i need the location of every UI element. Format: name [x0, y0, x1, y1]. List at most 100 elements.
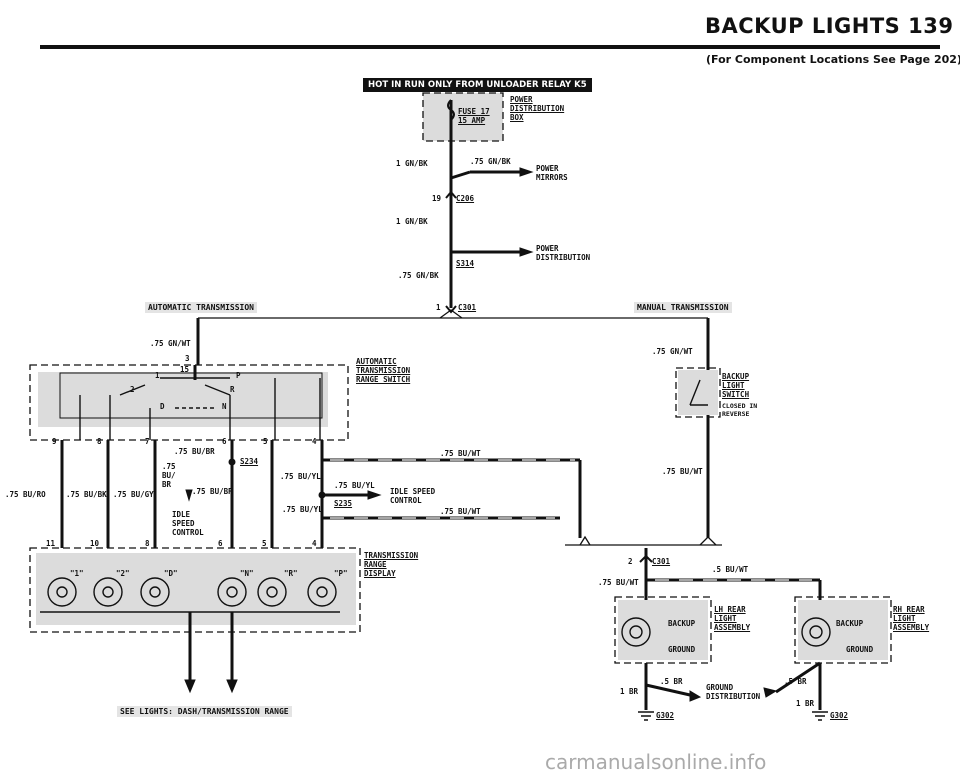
wire-1gnbk-b: 1 GN/BK [396, 217, 428, 226]
wire-buyl-c: .75 BU/YL [282, 505, 323, 514]
backup-switch-border [675, 367, 721, 418]
component-borders [29, 92, 892, 664]
fuse-box-shade [423, 93, 503, 141]
lamp-label-n: "N" [240, 569, 254, 578]
wire-gnwt-auto: .75 GN/WT [150, 339, 191, 348]
ground-arrow-r [763, 687, 778, 698]
gear-r: R [230, 385, 235, 394]
page-title: BACKUP LIGHTS 139 [705, 14, 954, 38]
wire-buwt-b: .75 BU/WT [440, 507, 481, 516]
wire-bugy: .75 BU/GY [113, 490, 154, 499]
pin-6-bottom: 6 [218, 539, 223, 548]
s314-label: S314 [456, 259, 475, 268]
automatic-transmission-label: AUTOMATIC TRANSMISSION [145, 302, 257, 313]
lh-bulb [621, 617, 651, 647]
fuse-symbol [447, 99, 455, 121]
s235-splice [318, 491, 326, 499]
g302-right: G302 [830, 711, 849, 720]
pin-9: 9 [52, 437, 57, 446]
ground-symbols [638, 711, 828, 721]
pin-11: 11 [46, 539, 56, 548]
arrow-mirrors [519, 167, 534, 177]
wire-1br-right: 1 BR [796, 699, 815, 708]
wire-5br-right: .5 BR [784, 677, 807, 686]
wire-75gnbk-b: .75 GN/BK [398, 271, 439, 280]
c301-lamp-label: C301 [652, 557, 671, 566]
rh-ground-label: GROUND [846, 645, 874, 654]
pin-2: 2 [628, 557, 633, 566]
wire-gnwt-manual: .75 GN/WT [652, 347, 693, 356]
wire-5buwt: .5 BU/WT [712, 565, 749, 574]
wire-75gnbk-a: .75 GN/BK [470, 157, 511, 166]
s235-label: S235 [334, 499, 353, 508]
ground-arrow-l [689, 690, 702, 702]
range-switch-inner [59, 372, 323, 419]
c301-lamp-connector [639, 554, 653, 563]
see-lights-label: SEE LIGHTS: DASH/TRANSMISSION RANGE [117, 706, 292, 717]
lamp-label-r: "R" [284, 569, 298, 578]
wire-75buwt-lamp: .75 BU/WT [598, 578, 639, 587]
lamp-label-d: "D" [164, 569, 178, 578]
gear-p: P [236, 371, 241, 380]
pin-10: 10 [90, 539, 100, 548]
range-display-border [29, 547, 361, 633]
c206-label: C206 [456, 194, 475, 203]
manual-transmission-label: MANUAL TRANSMISSION [634, 302, 732, 313]
pin-19: 19 [432, 194, 442, 203]
gear-d: D [160, 402, 165, 411]
header-rule [40, 45, 940, 49]
wire-bubr-b: .75 BU/BR [192, 487, 233, 496]
range-display-shade [36, 553, 356, 625]
pin-5-bottom: 5 [262, 539, 267, 548]
c206-connector [445, 190, 457, 199]
range-switch-border [29, 364, 349, 441]
gear-n: N [222, 402, 227, 411]
down-arrow-1 [184, 679, 196, 694]
arrow-distribution [519, 247, 534, 257]
wire-bubk: .75 BU/BK [66, 490, 107, 499]
rh-backup-label: BACKUP [836, 619, 864, 628]
pin-8-bottom: 8 [145, 539, 150, 548]
lamp-label-1: "1" [70, 569, 84, 578]
display-lamps [40, 577, 340, 613]
gear-1: 1 [155, 371, 160, 380]
wire-buwt-a: .75 BU/WT [440, 449, 481, 458]
pin-8-top: 8 [97, 437, 102, 446]
pin-7: 7 [145, 437, 150, 446]
down-arrow-2 [226, 679, 238, 694]
lh-lamp-shade [618, 600, 708, 660]
wire-1br-left: 1 BR [620, 687, 639, 696]
pin-1: 1 [436, 303, 441, 312]
lh-bulb-inner [629, 625, 643, 639]
s234-splice [228, 458, 236, 466]
pin-3: 3 [185, 354, 190, 363]
wire-buyl-a: .75 BU/YL [280, 472, 321, 481]
wire-buro: .75 BU/RO [5, 490, 46, 499]
hot-in-run-banner: HOT IN RUN ONLY FROM UNLOADER RELAY K5 [363, 78, 592, 92]
lh-lamp-border [614, 596, 712, 664]
rh-lamp-shade [798, 600, 888, 660]
gear-2: 2 [130, 385, 135, 394]
wire-buwt-manual: .75 BU/WT [662, 467, 703, 476]
c301-connector [445, 305, 457, 314]
arrow-idle-right [367, 490, 382, 500]
pin-15: 15 [180, 365, 190, 374]
backup-switch-shade [678, 370, 718, 415]
wire-buyl-b: .75 BU/YL [334, 481, 375, 490]
idle-arrow-left [185, 489, 193, 502]
pin-4-top: 4 [312, 437, 317, 446]
main-feed [449, 100, 520, 308]
wire-bubr-a: .75 BU/BR [174, 447, 215, 456]
lamp-bulbs [621, 617, 831, 647]
